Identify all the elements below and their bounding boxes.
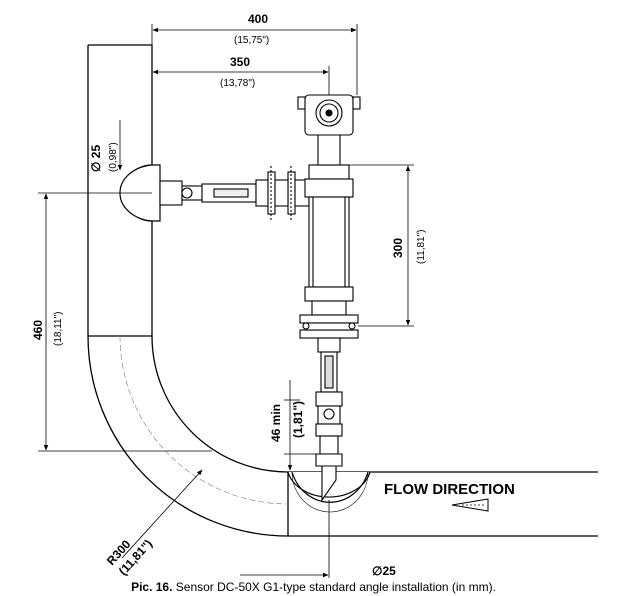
dim-46-min-inches: (1,81") bbox=[291, 401, 305, 438]
dim-350 bbox=[151, 66, 330, 95]
dim-46-min-value: 46 min bbox=[269, 404, 283, 442]
vertical-column bbox=[299, 164, 359, 339]
dim-dia-25-top-value: ∅ 25 bbox=[89, 145, 103, 172]
dim-dia-25-bottom bbox=[240, 500, 330, 578]
installation-drawing: FLOW DIRECTION 400 (15,75") 350 (13,78")… bbox=[31, 12, 598, 578]
dim-dia-25-top-inches: (0,98") bbox=[108, 142, 119, 172]
pipe bbox=[87, 44, 598, 537]
dim-350-inches: (13,78") bbox=[220, 78, 255, 89]
flow-direction-label: FLOW DIRECTION bbox=[384, 481, 515, 498]
bottom-weld-boss bbox=[287, 465, 371, 513]
flow-arrow-icon bbox=[451, 498, 489, 512]
dim-300-value: 300 bbox=[391, 238, 405, 258]
dim-460-value: 460 bbox=[31, 320, 45, 340]
horizontal-probe bbox=[159, 166, 310, 220]
dim-r300 bbox=[121, 469, 203, 559]
dim-46-min bbox=[284, 380, 316, 471]
dim-300 bbox=[349, 164, 414, 327]
dim-460 bbox=[38, 192, 212, 452]
dim-460-inches: (18,11") bbox=[53, 312, 64, 347]
lower-probe bbox=[315, 337, 343, 502]
dim-400-inches: (15,75") bbox=[234, 35, 269, 46]
dim-350-value: 350 bbox=[230, 55, 250, 69]
caption-text: Sensor DC-50X G1-type standard angle ins… bbox=[172, 580, 496, 594]
dim-dia-25-bottom-value: ∅25 bbox=[372, 564, 396, 578]
figure-caption: Pic. 16. Sensor DC-50X G1-type standard … bbox=[0, 580, 627, 594]
dim-400 bbox=[151, 24, 358, 95]
transmitter-head bbox=[297, 94, 361, 166]
dim-300-inches: (11,81") bbox=[416, 230, 427, 265]
dim-400-value: 400 bbox=[248, 12, 268, 26]
caption-prefix: Pic. 16. bbox=[131, 580, 173, 594]
